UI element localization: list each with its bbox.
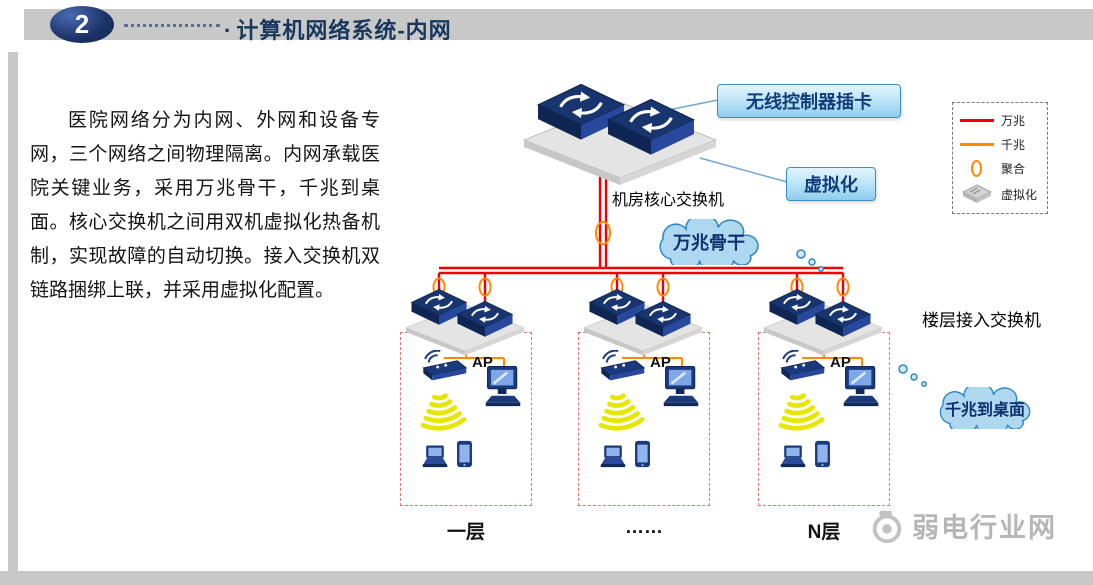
- wifi-signal-icon: [583, 380, 658, 443]
- legend-label: 虚拟化: [1001, 187, 1038, 202]
- access-switch-icon: [634, 300, 692, 338]
- floor-group-2: AP: [578, 286, 710, 526]
- legend-item-virtualization: 虚拟化: [960, 184, 1040, 204]
- floor-group-1: AP: [400, 286, 532, 526]
- floor-label-ellipsis: ……: [625, 517, 663, 538]
- legend-item-aggregation: 聚合: [960, 160, 1040, 178]
- desktop-cloud: 千兆到桌面: [914, 387, 1056, 429]
- core-switch-icon: [606, 97, 696, 157]
- left-accent-bar: [8, 52, 18, 585]
- page-title: ·计算机网络系统-内网: [224, 13, 452, 45]
- title-leader-line: [124, 24, 220, 27]
- floor-label-1: 一层: [446, 522, 485, 543]
- phone-icon: [814, 440, 831, 468]
- camera-logo-icon: [872, 510, 902, 543]
- desktop-computer-icon: [662, 364, 700, 412]
- laptop-icon: [778, 444, 808, 470]
- slide-number-badge: 2: [50, 6, 114, 43]
- ten-gig-line-swatch: [960, 118, 994, 122]
- legend-label: 千兆: [1001, 137, 1026, 152]
- backbone-cloud-label: 万兆骨干: [673, 233, 745, 253]
- core-switch-label: 机房核心交换机: [612, 192, 725, 209]
- wifi-signal-icon: [405, 380, 480, 443]
- intro-paragraph: 医院网络分为内网、外网和设备专网，三个网络之间物理隔离。内网承载医院关键业务，采…: [30, 110, 380, 301]
- aggregation-icon: [971, 160, 982, 178]
- wifi-signal-icon: [763, 380, 838, 443]
- title-text: 计算机网络系统-内网: [236, 18, 452, 43]
- legend-item-10g: 万兆: [960, 112, 1040, 129]
- access-switch-icon: [456, 300, 514, 338]
- access-switch-icon: [814, 300, 872, 338]
- desktop-cloud-label: 千兆到桌面: [944, 402, 1025, 419]
- access-point-icon: [774, 350, 828, 384]
- title-bullet: ·: [224, 18, 233, 43]
- core-switch-cluster: [510, 76, 740, 191]
- floor-label-n: N层: [807, 522, 841, 543]
- legend-label: 万兆: [1001, 113, 1026, 128]
- legend-label: 聚合: [1001, 162, 1026, 177]
- desktop-computer-icon: [484, 364, 522, 412]
- access-point-icon: [416, 350, 470, 384]
- watermark: 弱电行业网: [868, 506, 1057, 545]
- ten-gig-links: [437, 168, 845, 314]
- callout-virtualization: 虚拟化: [786, 167, 876, 201]
- phone-icon: [634, 440, 651, 468]
- desktop-computer-icon: [842, 364, 880, 412]
- floor-group-n: AP: [758, 286, 890, 526]
- phone-icon: [456, 440, 473, 468]
- one-gig-line-swatch: [960, 142, 994, 146]
- watermark-text: 弱电行业网: [912, 513, 1057, 543]
- legend-item-1g: 千兆: [960, 136, 1040, 153]
- access-point-icon: [594, 350, 648, 384]
- backbone-cloud: 万兆骨干: [628, 219, 790, 265]
- access-switch-label: 楼层接入交换机: [922, 311, 1041, 330]
- cloud-trail-dots: [796, 249, 927, 387]
- virtual-switch-icon: [962, 184, 992, 204]
- callout-wireless-controller-card: 无线控制器插卡: [717, 84, 901, 118]
- legend: 万兆 千兆 聚合 虚拟化: [952, 102, 1048, 214]
- footer-bar: [0, 571, 1093, 585]
- laptop-icon: [598, 444, 628, 470]
- laptop-icon: [420, 444, 450, 470]
